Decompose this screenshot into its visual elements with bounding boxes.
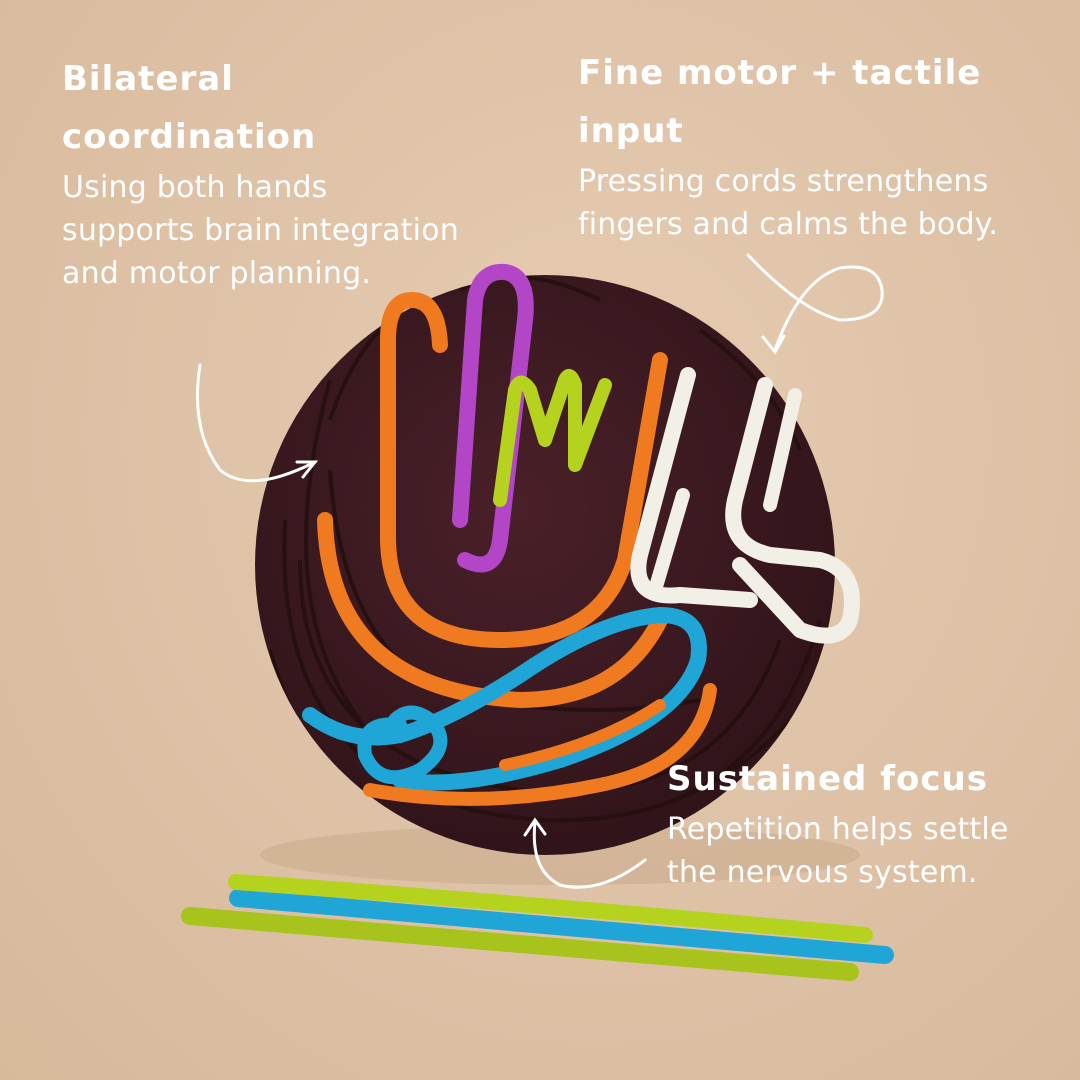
sensory-board: [255, 263, 860, 855]
loose-cords: [181, 874, 894, 981]
callout-body: Repetition helps settle the nervous syst…: [667, 812, 1009, 890]
curved-arrow-left-icon: [196, 363, 319, 483]
callout-heading: Fine motor + tactile input: [578, 53, 982, 151]
callout-body: Pressing cords strengthens fingers and c…: [578, 164, 999, 242]
curved-arrow-bottom-icon: [523, 817, 647, 889]
callout-heading: Sustained focus: [667, 759, 988, 799]
board-shadow: [260, 825, 860, 885]
callout-sustained-focus: Sustained focus Repetition helps settle …: [667, 750, 1067, 894]
callout-bilateral-coordination: Bilateral coordination Using both hands …: [62, 50, 462, 295]
loop-arrow-right-icon: [746, 253, 884, 355]
callout-fine-motor: Fine motor + tactile input Pressing cord…: [578, 44, 1058, 246]
callout-body: Using both hands supports brain integrat…: [62, 170, 459, 291]
callout-heading: Bilateral coordination: [62, 59, 317, 157]
